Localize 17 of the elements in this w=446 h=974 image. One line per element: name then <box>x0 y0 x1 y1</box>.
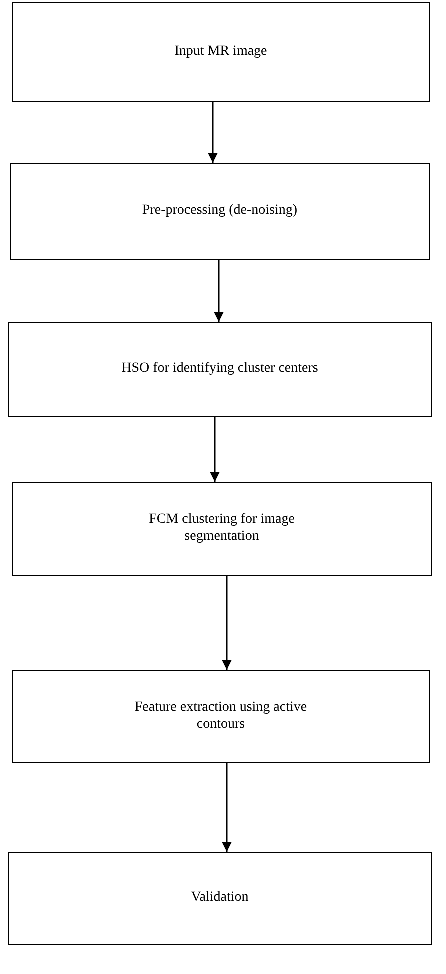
box-label: FCM clustering for image segmentation <box>148 512 296 546</box>
box-label: HSO for identifying cluster centers <box>122 361 318 378</box>
arrow <box>222 576 232 670</box>
process-box <box>8 852 432 945</box>
arrow <box>222 763 232 852</box>
arrow <box>214 260 224 322</box>
box-label: Input MR image <box>174 44 268 60</box>
box-label: Pre-processing (de-noising) <box>142 203 298 220</box>
box-label: Feature extraction using active contours <box>134 700 308 734</box>
arrow <box>208 102 218 163</box>
process-box <box>12 482 432 576</box>
arrow <box>210 417 220 482</box>
box-label: Validation <box>191 890 249 907</box>
process-box <box>8 322 432 417</box>
process-box <box>12 670 430 763</box>
process-box <box>12 2 430 102</box>
process-box <box>10 163 430 260</box>
